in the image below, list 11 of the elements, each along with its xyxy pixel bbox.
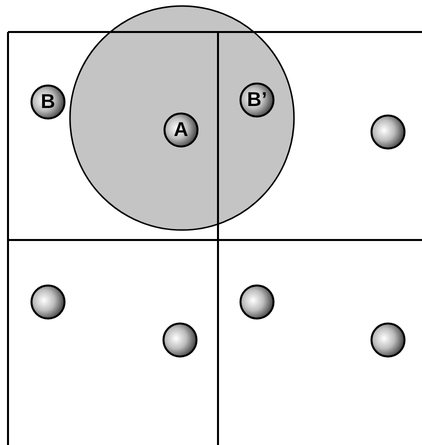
sphere — [30, 284, 66, 320]
particle-label: B — [40, 90, 56, 115]
sphere — [162, 322, 198, 358]
labeled-sphere — [30, 84, 66, 120]
sphere — [370, 322, 406, 358]
particle-label: A — [172, 118, 190, 143]
sphere — [370, 114, 406, 150]
sphere — [239, 284, 275, 320]
particle-label: B’ — [246, 88, 268, 113]
labeled-sphere — [163, 112, 199, 148]
labeled-sphere — [239, 82, 275, 118]
